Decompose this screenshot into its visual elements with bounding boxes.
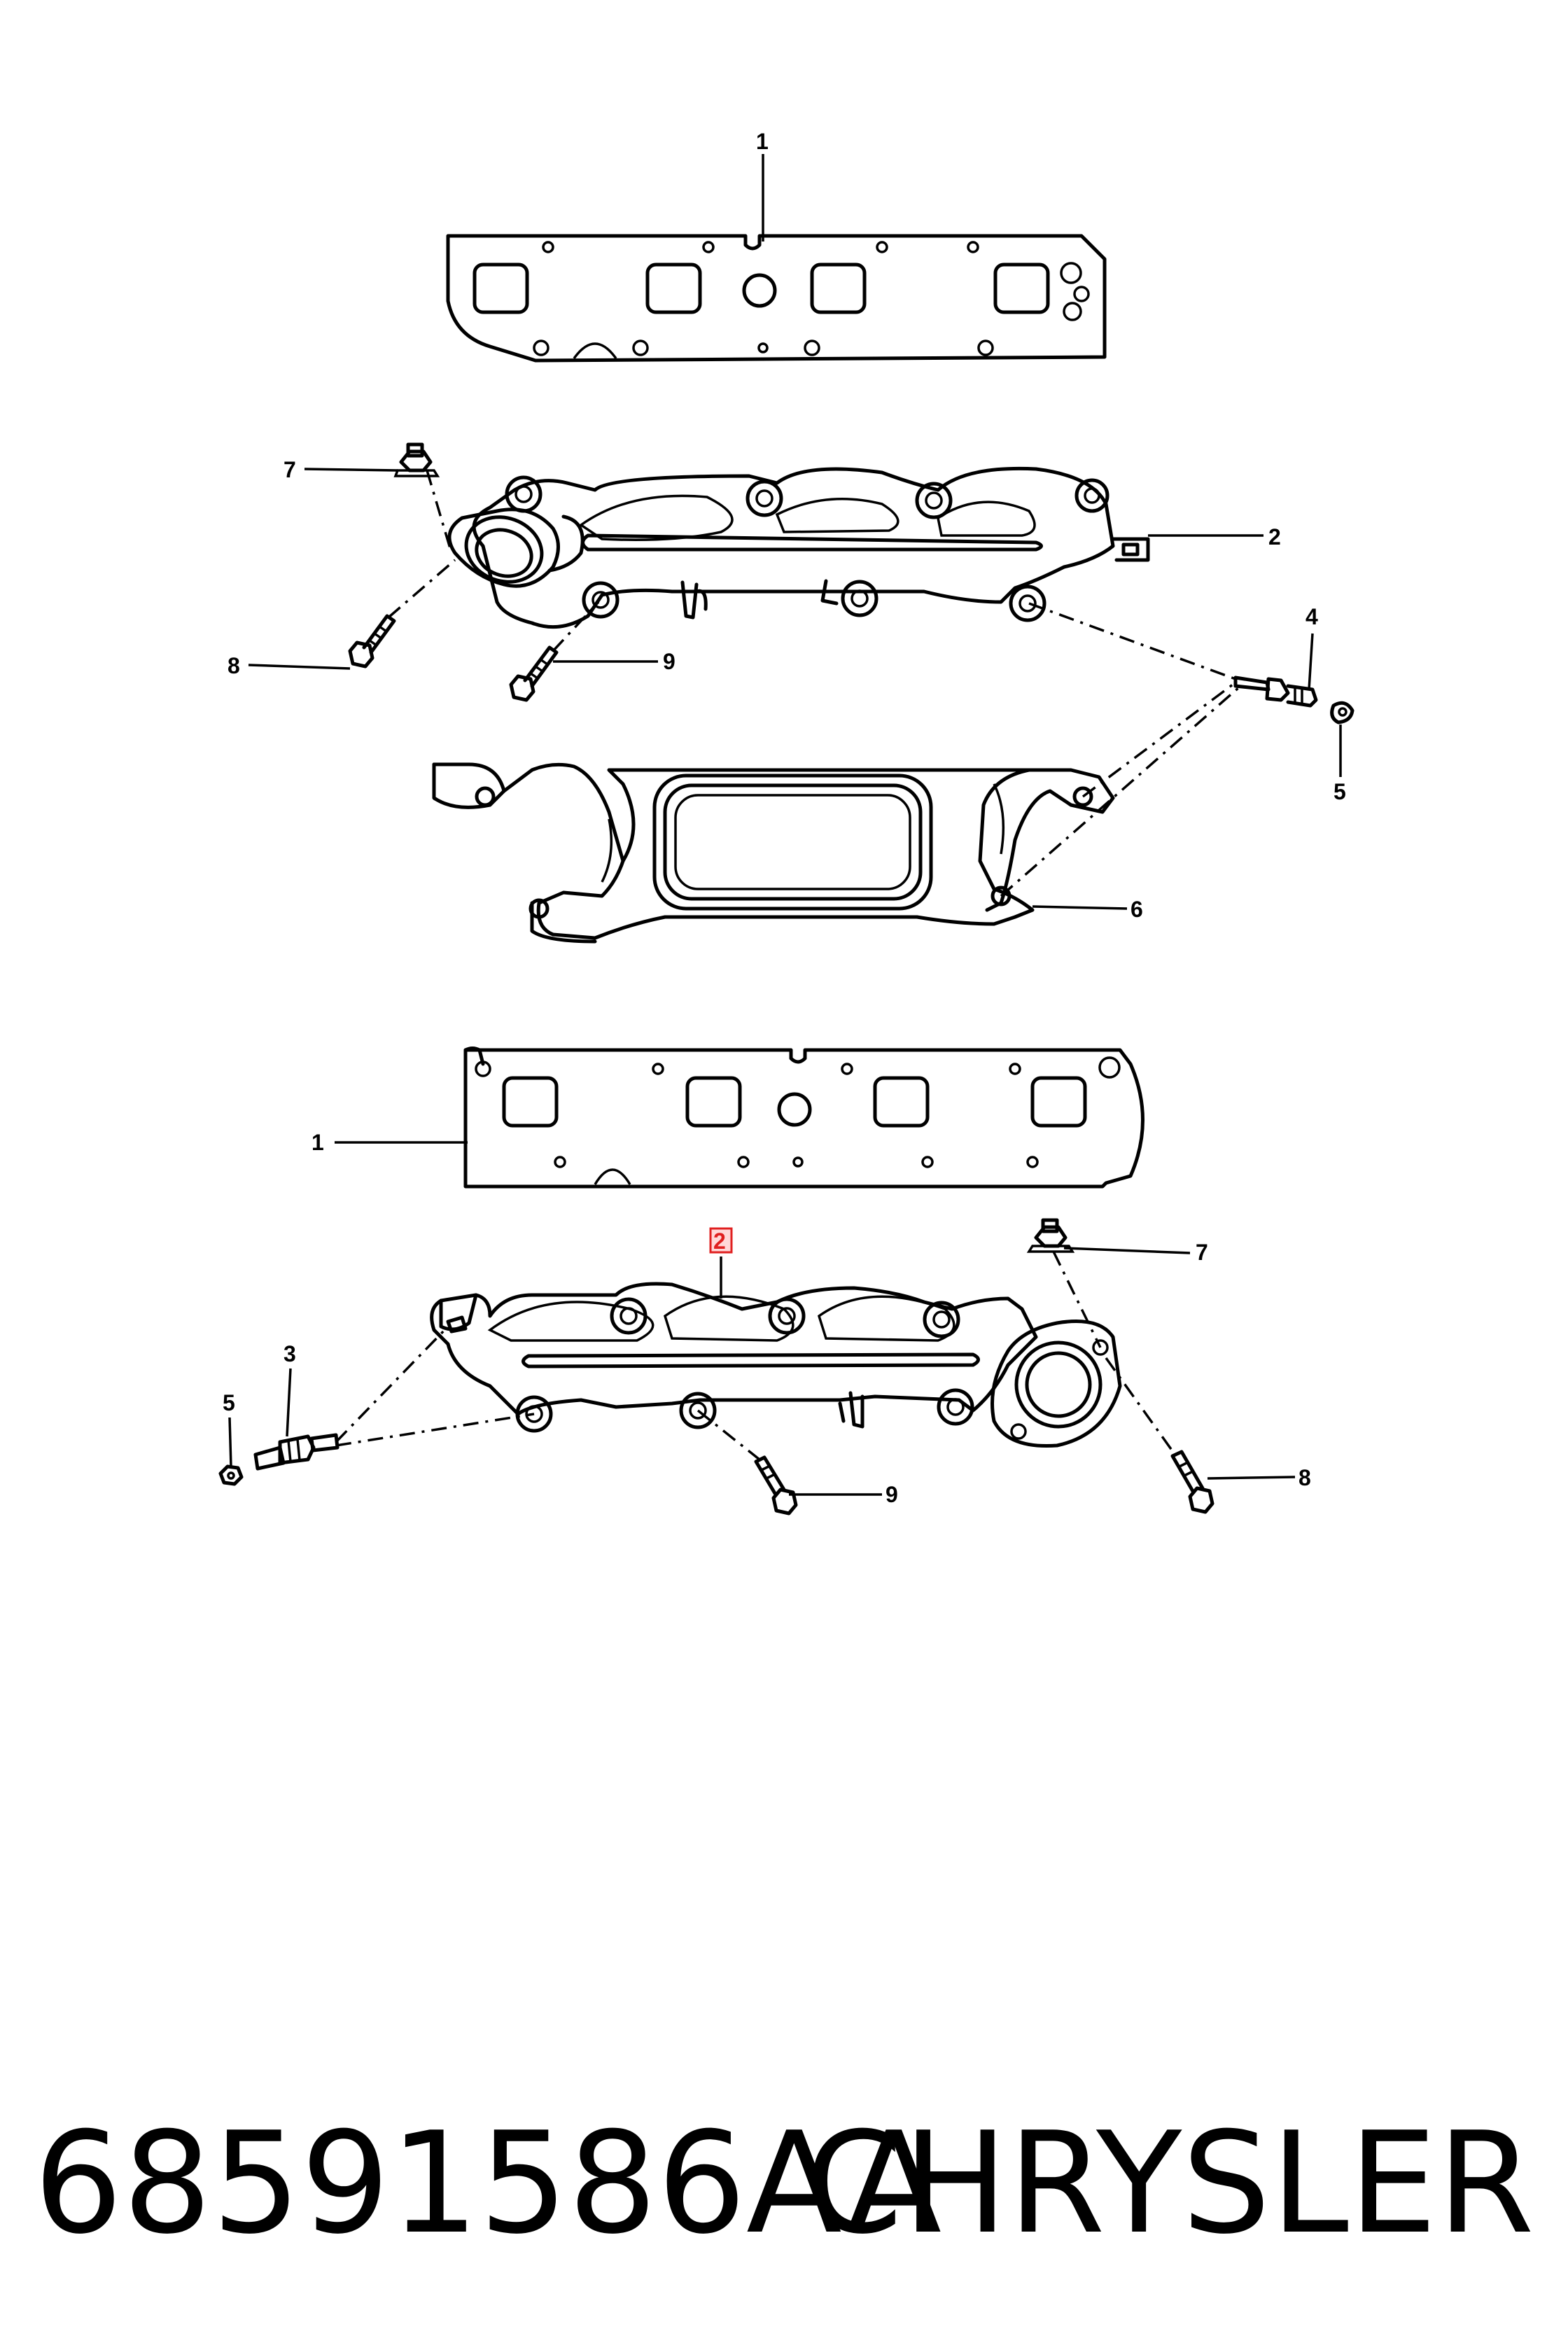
callout-lower-stud-nut: 7	[1196, 1240, 1208, 1265]
callout-upper-nut: 5	[1334, 779, 1346, 804]
upper-stud-nut	[393, 442, 440, 477]
callout-upper-gasket: 1	[756, 129, 769, 154]
lower-manifold	[430, 1282, 1122, 1448]
callout-upper-bolt-8: 8	[227, 653, 240, 678]
upper-manifold	[447, 466, 1150, 629]
upper-nut-5	[1330, 701, 1354, 724]
callout-lower-nut: 5	[223, 1390, 235, 1415]
lower-stud-nut	[1026, 1218, 1075, 1253]
brand-name: CHRYSLER	[804, 2102, 1534, 2265]
leader-lines	[228, 154, 1342, 1496]
upper-oxygen-sensor	[1233, 676, 1318, 708]
heat-shield	[432, 762, 1115, 944]
callout-lower-bolt-8: 8	[1298, 1465, 1311, 1490]
callout-lower-manifold[interactable]: 2	[713, 1228, 726, 1254]
callout-lower-bolt-9: 9	[886, 1482, 898, 1507]
callout-upper-manifold: 2	[1268, 524, 1281, 550]
lower-bolt-8	[1170, 1450, 1214, 1514]
lower-oxygen-sensor	[253, 1433, 340, 1471]
callout-upper-sensor: 4	[1306, 604, 1318, 629]
lower-nut-5	[218, 1464, 244, 1486]
callout-lower-gasket: 1	[312, 1130, 324, 1155]
footer: 68591586AA CHRYSLER	[0, 2072, 1568, 2296]
callout-highlight-box	[709, 1227, 733, 1254]
upper-bolt-8	[348, 614, 396, 668]
upper-gasket	[446, 234, 1107, 363]
callout-lower-sensor: 3	[284, 1341, 296, 1366]
callout-upper-stud-nut: 7	[284, 457, 296, 482]
upper-bolt-9	[509, 645, 559, 702]
callout-heat-shield: 6	[1130, 897, 1143, 922]
lower-bolt-9	[754, 1455, 798, 1516]
lower-gasket	[463, 1046, 1144, 1189]
part-number: 68591586AA	[34, 2102, 942, 2265]
callout-upper-bolt-9: 9	[663, 649, 676, 674]
